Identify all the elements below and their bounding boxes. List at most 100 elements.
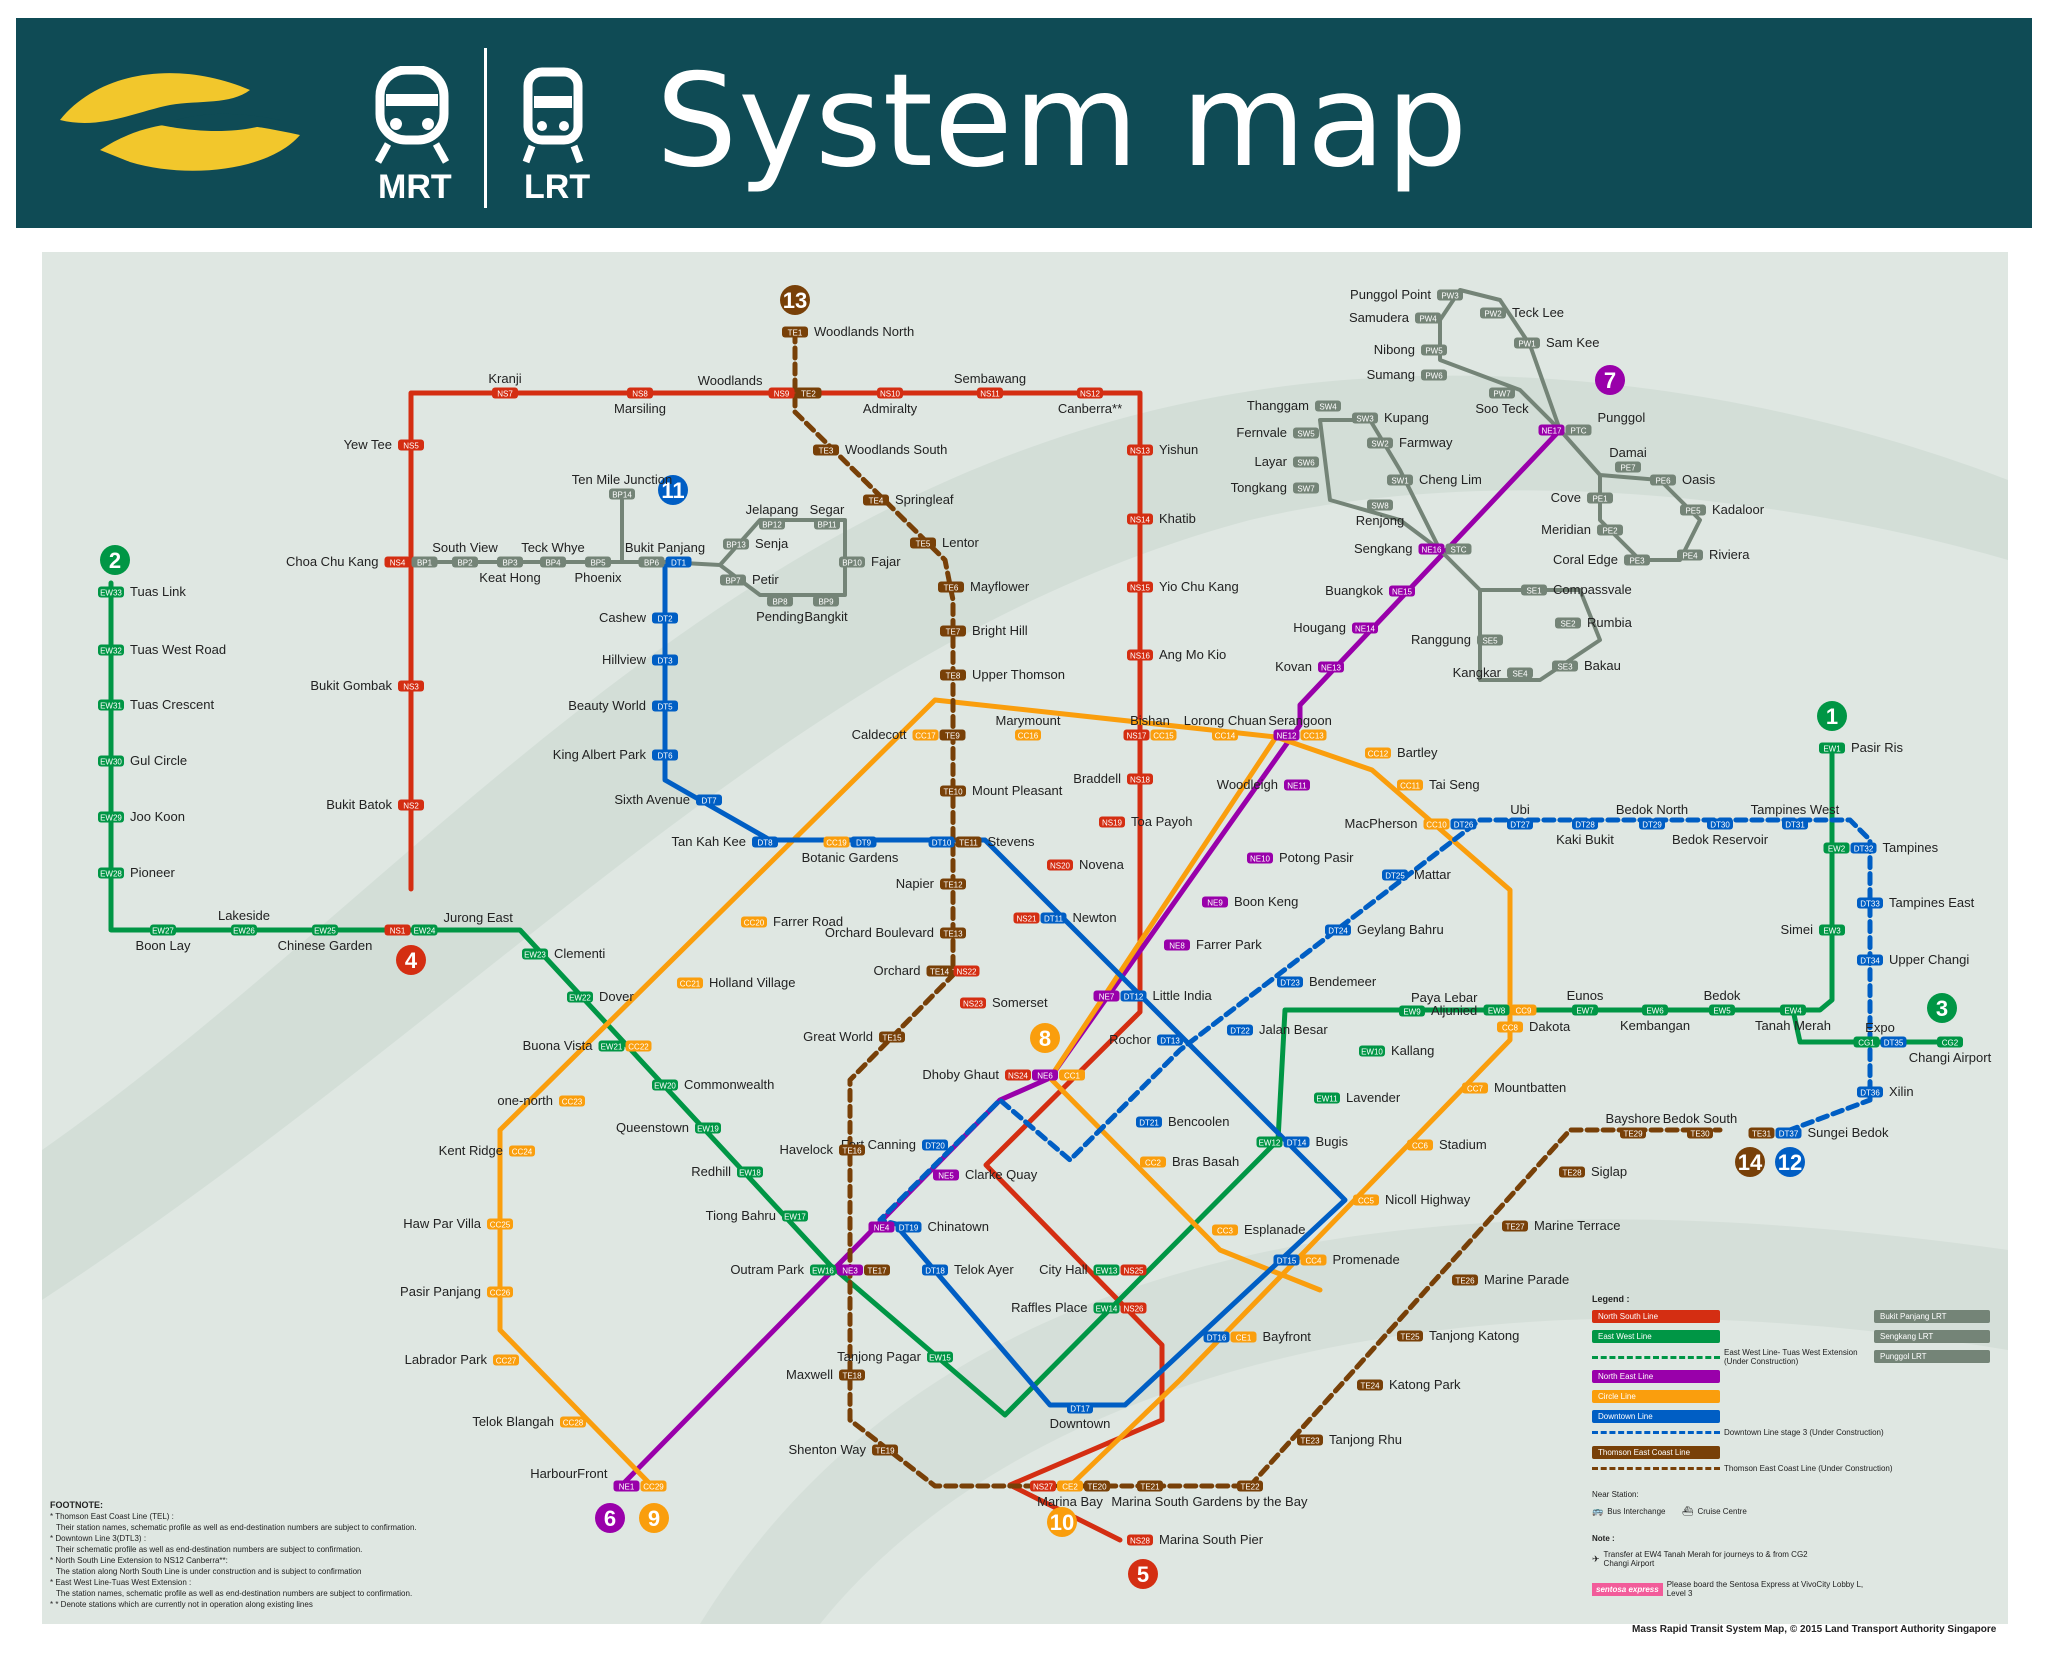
- station[interactable]: NS3Bukit Gombak: [310, 678, 424, 693]
- station[interactable]: EW21CC22Buona Vista: [523, 1038, 652, 1053]
- station[interactable]: NE12CC13Serangoon: [1268, 713, 1332, 741]
- station[interactable]: EW22Dover: [567, 989, 634, 1004]
- station[interactable]: BP2South View: [432, 540, 498, 568]
- station[interactable]: EW3Simei: [1780, 922, 1845, 937]
- station[interactable]: CC8Dakota: [1497, 1019, 1571, 1034]
- station[interactable]: DT23Bendemeer: [1277, 974, 1377, 989]
- station[interactable]: EW14NS26Raffles Place: [1011, 1300, 1147, 1315]
- station[interactable]: EW18Redhill: [691, 1164, 763, 1179]
- station[interactable]: NS19Toa Payoh: [1099, 814, 1192, 829]
- station[interactable]: CC21Holland Village: [677, 975, 796, 990]
- station[interactable]: DT34Upper Changi: [1857, 952, 1969, 967]
- station[interactable]: CG2Changi Airport: [1909, 1036, 1992, 1066]
- station[interactable]: EW11Lavender: [1314, 1090, 1401, 1105]
- station[interactable]: SW6Layar: [1254, 454, 1319, 469]
- station[interactable]: CC24Kent Ridge: [439, 1143, 535, 1158]
- station[interactable]: BP8Pending: [756, 595, 804, 625]
- station[interactable]: TE19Shenton Way: [788, 1442, 898, 1457]
- station[interactable]: EW23Clementi: [522, 946, 605, 961]
- station[interactable]: TE15Great World: [803, 1029, 905, 1044]
- station[interactable]: NE9Boon Keng: [1202, 894, 1298, 909]
- station[interactable]: DT21Bencoolen: [1136, 1114, 1229, 1129]
- station[interactable]: SW4Thanggam: [1247, 398, 1341, 413]
- station[interactable]: TE18Maxwell: [786, 1367, 865, 1382]
- station[interactable]: SE5Ranggung: [1411, 632, 1503, 647]
- station[interactable]: TE30Bedok South: [1663, 1111, 1737, 1139]
- station[interactable]: BP3Keat Hong: [479, 556, 541, 586]
- station[interactable]: BP4Teck Whye: [521, 540, 585, 568]
- station[interactable]: NS14Khatib: [1127, 511, 1196, 526]
- station[interactable]: PW7Soo Teck: [1475, 387, 1529, 417]
- station[interactable]: DT17Downtown: [1050, 1402, 1111, 1432]
- station[interactable]: NE13Kovan: [1275, 659, 1344, 674]
- station[interactable]: EW9Aljunied: [1399, 1003, 1477, 1018]
- station[interactable]: TE7Bright Hill: [940, 623, 1028, 638]
- station[interactable]: NE16STCSengkang: [1354, 541, 1472, 556]
- station[interactable]: TE1Woodlands North: [782, 324, 914, 339]
- station[interactable]: EW30Gul Circle: [98, 753, 187, 768]
- station[interactable]: NS27CE2TE20Marina Bay: [1030, 1480, 1110, 1510]
- station[interactable]: NS7Kranji: [488, 371, 522, 399]
- station[interactable]: BP11Segar: [810, 502, 845, 530]
- station[interactable]: DT24Geylang Bahru: [1325, 922, 1444, 937]
- station[interactable]: CC27Labrador Park: [405, 1352, 519, 1367]
- station[interactable]: TE23Tanjong Rhu: [1297, 1432, 1402, 1447]
- station[interactable]: NS9TE2Woodlands: [698, 373, 822, 399]
- station[interactable]: TE27Marine Terrace: [1502, 1218, 1620, 1233]
- station[interactable]: EW4Tanah Merah: [1755, 1004, 1831, 1034]
- station[interactable]: NS16Ang Mo Kio: [1127, 647, 1226, 662]
- station[interactable]: NS1EW24Jurong East: [384, 910, 514, 936]
- station[interactable]: NE10Potong Pasir: [1247, 850, 1354, 865]
- station[interactable]: SW5Fernvale: [1236, 425, 1319, 440]
- station[interactable]: BP7Petir: [720, 572, 779, 587]
- station[interactable]: DT2Cashew: [599, 610, 678, 625]
- station[interactable]: DT16CE1Bayfront: [1203, 1329, 1312, 1344]
- station[interactable]: DT30Bedok Reservoir: [1672, 818, 1769, 848]
- station[interactable]: NS5Yew Tee: [344, 437, 424, 452]
- station[interactable]: TE21Marina South: [1111, 1480, 1189, 1510]
- station[interactable]: CC20Farrer Road: [741, 914, 843, 929]
- station[interactable]: EW6Kembangan: [1620, 1004, 1690, 1034]
- station[interactable]: NS13Yishun: [1127, 442, 1198, 457]
- station[interactable]: EW32Tuas West Road: [98, 642, 226, 657]
- station[interactable]: CC10DT26MacPherson: [1345, 816, 1477, 831]
- station[interactable]: PE1Cove: [1551, 490, 1613, 505]
- station[interactable]: EW15Tanjong Pagar: [837, 1349, 953, 1364]
- station[interactable]: NS21DT11Newton: [1013, 910, 1117, 925]
- station[interactable]: EW28Pioneer: [98, 865, 175, 880]
- station[interactable]: EW7Eunos: [1567, 988, 1604, 1016]
- station[interactable]: SW1Cheng Lim: [1387, 472, 1482, 487]
- station[interactable]: DT18Telok Ayer: [922, 1262, 1014, 1277]
- station[interactable]: NE8Farrer Park: [1164, 937, 1262, 952]
- station[interactable]: CC11Tai Seng: [1397, 777, 1480, 792]
- station[interactable]: DT3Hillview: [602, 652, 678, 667]
- station[interactable]: CC3Esplanade: [1212, 1222, 1305, 1237]
- station[interactable]: CC19DT9Botanic Gardens: [802, 836, 899, 866]
- station[interactable]: CC7Mountbatten: [1462, 1080, 1566, 1095]
- station[interactable]: CC17TE9Caldecott: [852, 727, 966, 742]
- station[interactable]: NE5Clarke Quay: [933, 1167, 1038, 1182]
- station[interactable]: SW2Farmway: [1367, 435, 1453, 450]
- station[interactable]: EW13NS25City Hall: [1039, 1262, 1147, 1277]
- station[interactable]: BP5Phoenix: [575, 556, 622, 586]
- station[interactable]: NE1CC29HarbourFront: [530, 1466, 667, 1492]
- station[interactable]: DT29Bedok North: [1616, 802, 1688, 830]
- station[interactable]: SW3Kupang: [1352, 410, 1429, 425]
- station[interactable]: CC14Lorong Chuan: [1184, 713, 1266, 741]
- station[interactable]: PW1Sam Kee: [1514, 335, 1599, 350]
- station[interactable]: BP9Bangkit: [804, 595, 848, 625]
- station[interactable]: CC28Telok Blangah: [472, 1414, 586, 1429]
- station[interactable]: TE10Mount Pleasant: [940, 783, 1063, 798]
- station[interactable]: BP13Senja: [723, 536, 789, 551]
- station[interactable]: NS2Bukit Batok: [326, 797, 424, 812]
- station[interactable]: DT22Jalan Besar: [1227, 1022, 1328, 1037]
- station[interactable]: EW5Bedok: [1704, 988, 1741, 1016]
- station[interactable]: CC25Haw Par Villa: [403, 1216, 513, 1231]
- station[interactable]: CC26Pasir Panjang: [400, 1284, 513, 1299]
- station[interactable]: NE17PTCPunggol: [1538, 410, 1646, 436]
- station[interactable]: TE12Napier: [896, 876, 966, 891]
- station[interactable]: PE6Oasis: [1650, 472, 1716, 487]
- station[interactable]: DT10TE11Stevens: [928, 834, 1035, 849]
- station[interactable]: NS20Novena: [1047, 857, 1125, 872]
- station[interactable]: DT25Mattar: [1382, 867, 1452, 882]
